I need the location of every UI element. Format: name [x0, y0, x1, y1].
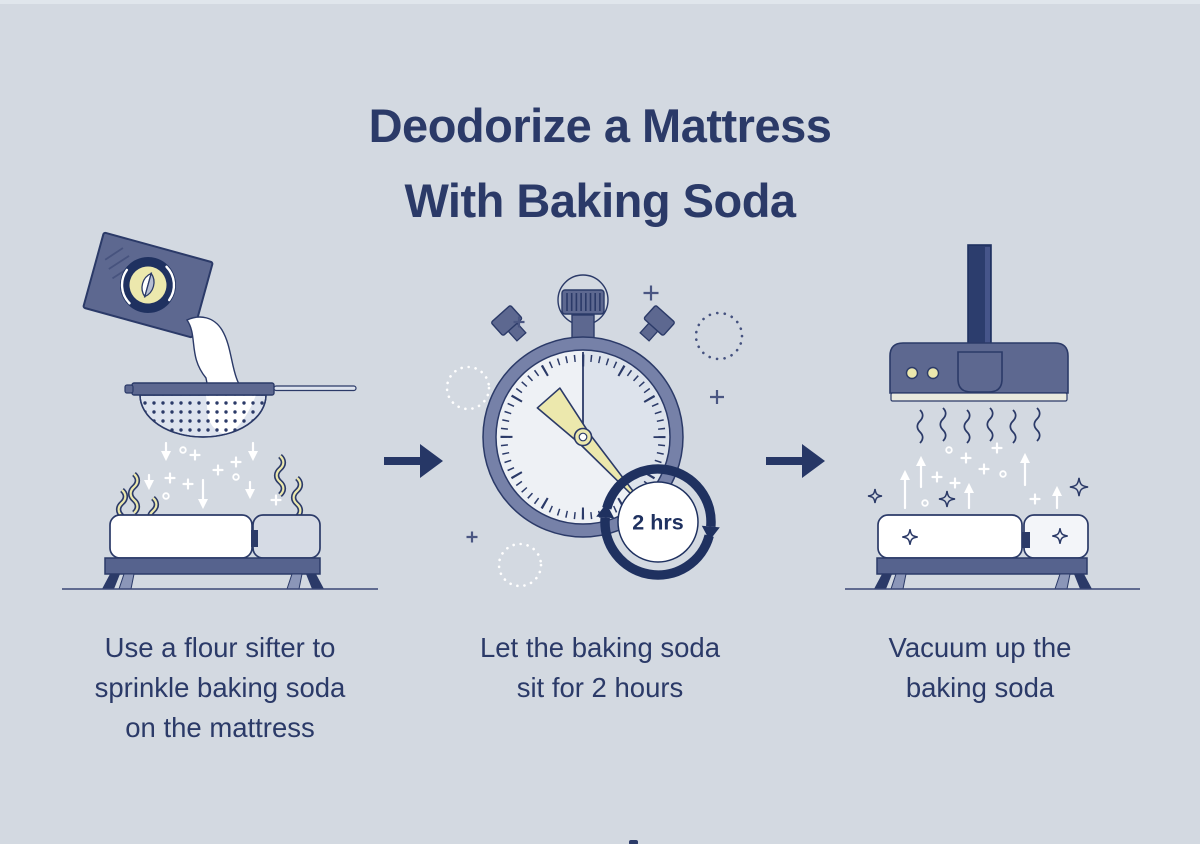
step1-illustration [60, 228, 380, 600]
flour-sifter-icon [124, 382, 357, 438]
step3-caption: Vacuum up the baking soda [790, 628, 1170, 708]
vacuum-light [926, 366, 940, 380]
powder-stream [185, 316, 248, 395]
rising-particles [899, 442, 1063, 510]
next-step-arrow-icon [766, 441, 826, 481]
caption-line: sit for 2 hours [516, 672, 684, 703]
title-line-2: With Baking Soda [404, 174, 796, 227]
next-step-arrow-icon [384, 441, 444, 481]
mattress-icon [62, 514, 378, 590]
caption-line: Use a flour sifter to [104, 632, 336, 663]
suction-squiggles [916, 407, 1041, 444]
step3-illustration [840, 228, 1160, 600]
sparkle-stars [867, 476, 1090, 508]
top-edge-strip [0, 0, 1200, 4]
caption-line: Let the baking soda [479, 632, 721, 663]
dotted-circle-navy [694, 311, 744, 361]
step2-caption: Let the baking soda sit for 2 hours [410, 628, 790, 708]
stopwatch-icon: 2 hrs [482, 274, 720, 580]
leaf-logo-icon [141, 271, 155, 299]
cropped-bottom-mark [629, 840, 638, 844]
stopwatch-decorations [445, 285, 744, 588]
plus-decorations [466, 285, 724, 543]
step1-caption: Use a flour sifter to sprinkle baking so… [30, 628, 410, 748]
title-line-1: Deodorize a Mattress [368, 99, 832, 152]
vacuum-neck [957, 351, 1003, 393]
stopwatch-buttons [491, 305, 675, 342]
dotted-circle-white-bottom [497, 542, 543, 588]
vacuum-light [905, 366, 919, 380]
two-hours-badge: 2 hrs [596, 464, 720, 580]
step2-illustration: 2 hrs [440, 260, 770, 590]
caption-line: Vacuum up the [888, 632, 1072, 663]
elapsed-sector [583, 350, 670, 503]
caption-line: sprinkle baking soda [94, 672, 346, 703]
stopwatch-crown [557, 274, 609, 342]
dotted-circle-white-left [445, 365, 491, 411]
badge-label: 2 hrs [632, 511, 683, 535]
vacuum-icon [889, 244, 1069, 402]
falling-powder-particles [143, 441, 282, 510]
mattress-icon [845, 514, 1140, 590]
caption-line: on the mattress [125, 712, 315, 743]
vacuum-base-strip [890, 392, 1068, 402]
baking-soda-box-icon [82, 231, 214, 339]
page-title: Deodorize a Mattress With Baking Soda [0, 88, 1200, 238]
caption-line: baking soda [905, 672, 1055, 703]
